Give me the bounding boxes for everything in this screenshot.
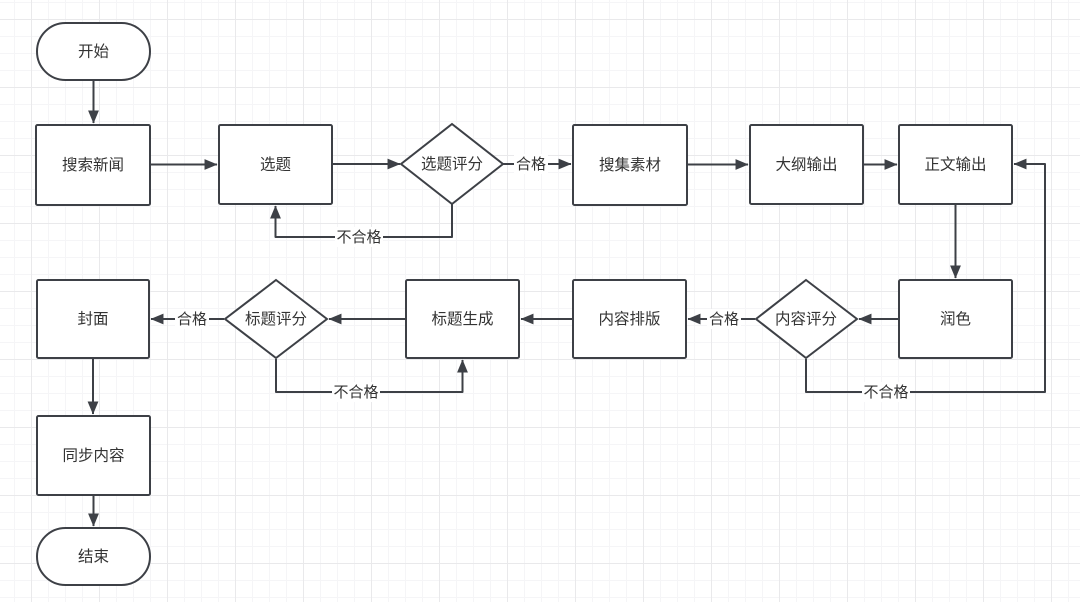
process-shape — [572, 279, 687, 359]
node-search-news[interactable]: 搜索新闻 — [35, 124, 151, 206]
node-title-score[interactable]: 标题评分 — [223, 278, 329, 360]
node-cover[interactable]: 封面 — [36, 279, 150, 359]
edge-label-text: 不合格 — [336, 229, 381, 246]
node-label: 搜索新闻 — [62, 156, 124, 174]
edge-label-bg — [335, 227, 383, 247]
edge-label-bg — [175, 309, 209, 329]
process-shape — [36, 415, 151, 496]
node-body-output[interactable]: 正文输出 — [898, 124, 1013, 205]
edge-label-text: 不合格 — [333, 384, 378, 401]
terminal-shape — [36, 22, 151, 81]
decision-shape — [754, 278, 859, 360]
edge-label-text: 合格 — [709, 311, 739, 328]
process-shape — [749, 124, 864, 205]
node-label: 内容排版 — [598, 310, 660, 328]
edge-label-pass-topic: 合格 — [514, 154, 548, 174]
node-topic[interactable]: 选题 — [218, 124, 333, 205]
node-label: 润色 — [940, 310, 971, 328]
node-title-generate[interactable]: 标题生成 — [405, 279, 520, 359]
node-label: 选题评分 — [421, 155, 483, 173]
node-collect-material[interactable]: 搜集素材 — [572, 124, 688, 206]
node-label: 开始 — [78, 43, 110, 61]
node-label: 搜集素材 — [599, 156, 661, 174]
edge-labels: 合格 不合格 合格 不合格 合格 不合格 — [175, 154, 910, 402]
edge-label-text: 不合格 — [863, 384, 908, 401]
edges — [87, 80, 1046, 527]
process-shape — [405, 279, 520, 359]
decision-shape — [399, 122, 505, 206]
process-shape — [572, 124, 688, 206]
node-label: 同步内容 — [62, 447, 124, 465]
edge-label-bg — [332, 382, 380, 402]
edge-label-bg — [707, 309, 741, 329]
node-sync-content[interactable]: 同步内容 — [36, 415, 151, 496]
terminal-shape — [36, 527, 151, 586]
process-shape — [35, 124, 151, 206]
edge-label-pass-title: 合格 — [175, 309, 209, 329]
node-start[interactable]: 开始 — [36, 22, 151, 81]
node-topic-score[interactable]: 选题评分 — [399, 122, 505, 206]
node-label: 选题 — [260, 156, 291, 174]
node-content-score[interactable]: 内容评分 — [754, 278, 859, 360]
edge-label-bg — [862, 382, 910, 402]
edge-label-text: 合格 — [177, 311, 207, 328]
node-label: 结束 — [78, 548, 109, 566]
node-label: 大纲输出 — [775, 156, 837, 174]
edge-label-bg — [514, 154, 548, 174]
node-label: 标题评分 — [245, 310, 307, 328]
decision-shape — [223, 278, 329, 360]
edge-label-fail-topic: 不合格 — [335, 227, 383, 247]
edge-label-pass-content: 合格 — [707, 309, 741, 329]
edge-content-score-fail-loop[interactable] — [805, 158, 1046, 393]
node-label: 封面 — [77, 310, 108, 328]
process-shape — [36, 279, 150, 359]
process-shape — [218, 124, 333, 205]
process-shape — [898, 124, 1013, 205]
edge-label-text: 合格 — [516, 156, 546, 173]
node-outline-output[interactable]: 大纲输出 — [749, 124, 864, 205]
nodes: 开始 搜索新闻 选题 选题评分 搜集素材 大纲输出 正文输出 润 — [35, 22, 1013, 586]
edge-label-fail-content: 不合格 — [862, 382, 910, 402]
node-label: 内容评分 — [775, 310, 837, 328]
node-polish[interactable]: 润色 — [898, 279, 1013, 359]
edge-label-fail-title: 不合格 — [332, 382, 380, 402]
node-label: 正文输出 — [924, 156, 986, 174]
node-content-layout[interactable]: 内容排版 — [572, 279, 687, 359]
node-end[interactable]: 结束 — [36, 527, 151, 586]
node-label: 标题生成 — [431, 310, 493, 328]
process-shape — [898, 279, 1013, 359]
